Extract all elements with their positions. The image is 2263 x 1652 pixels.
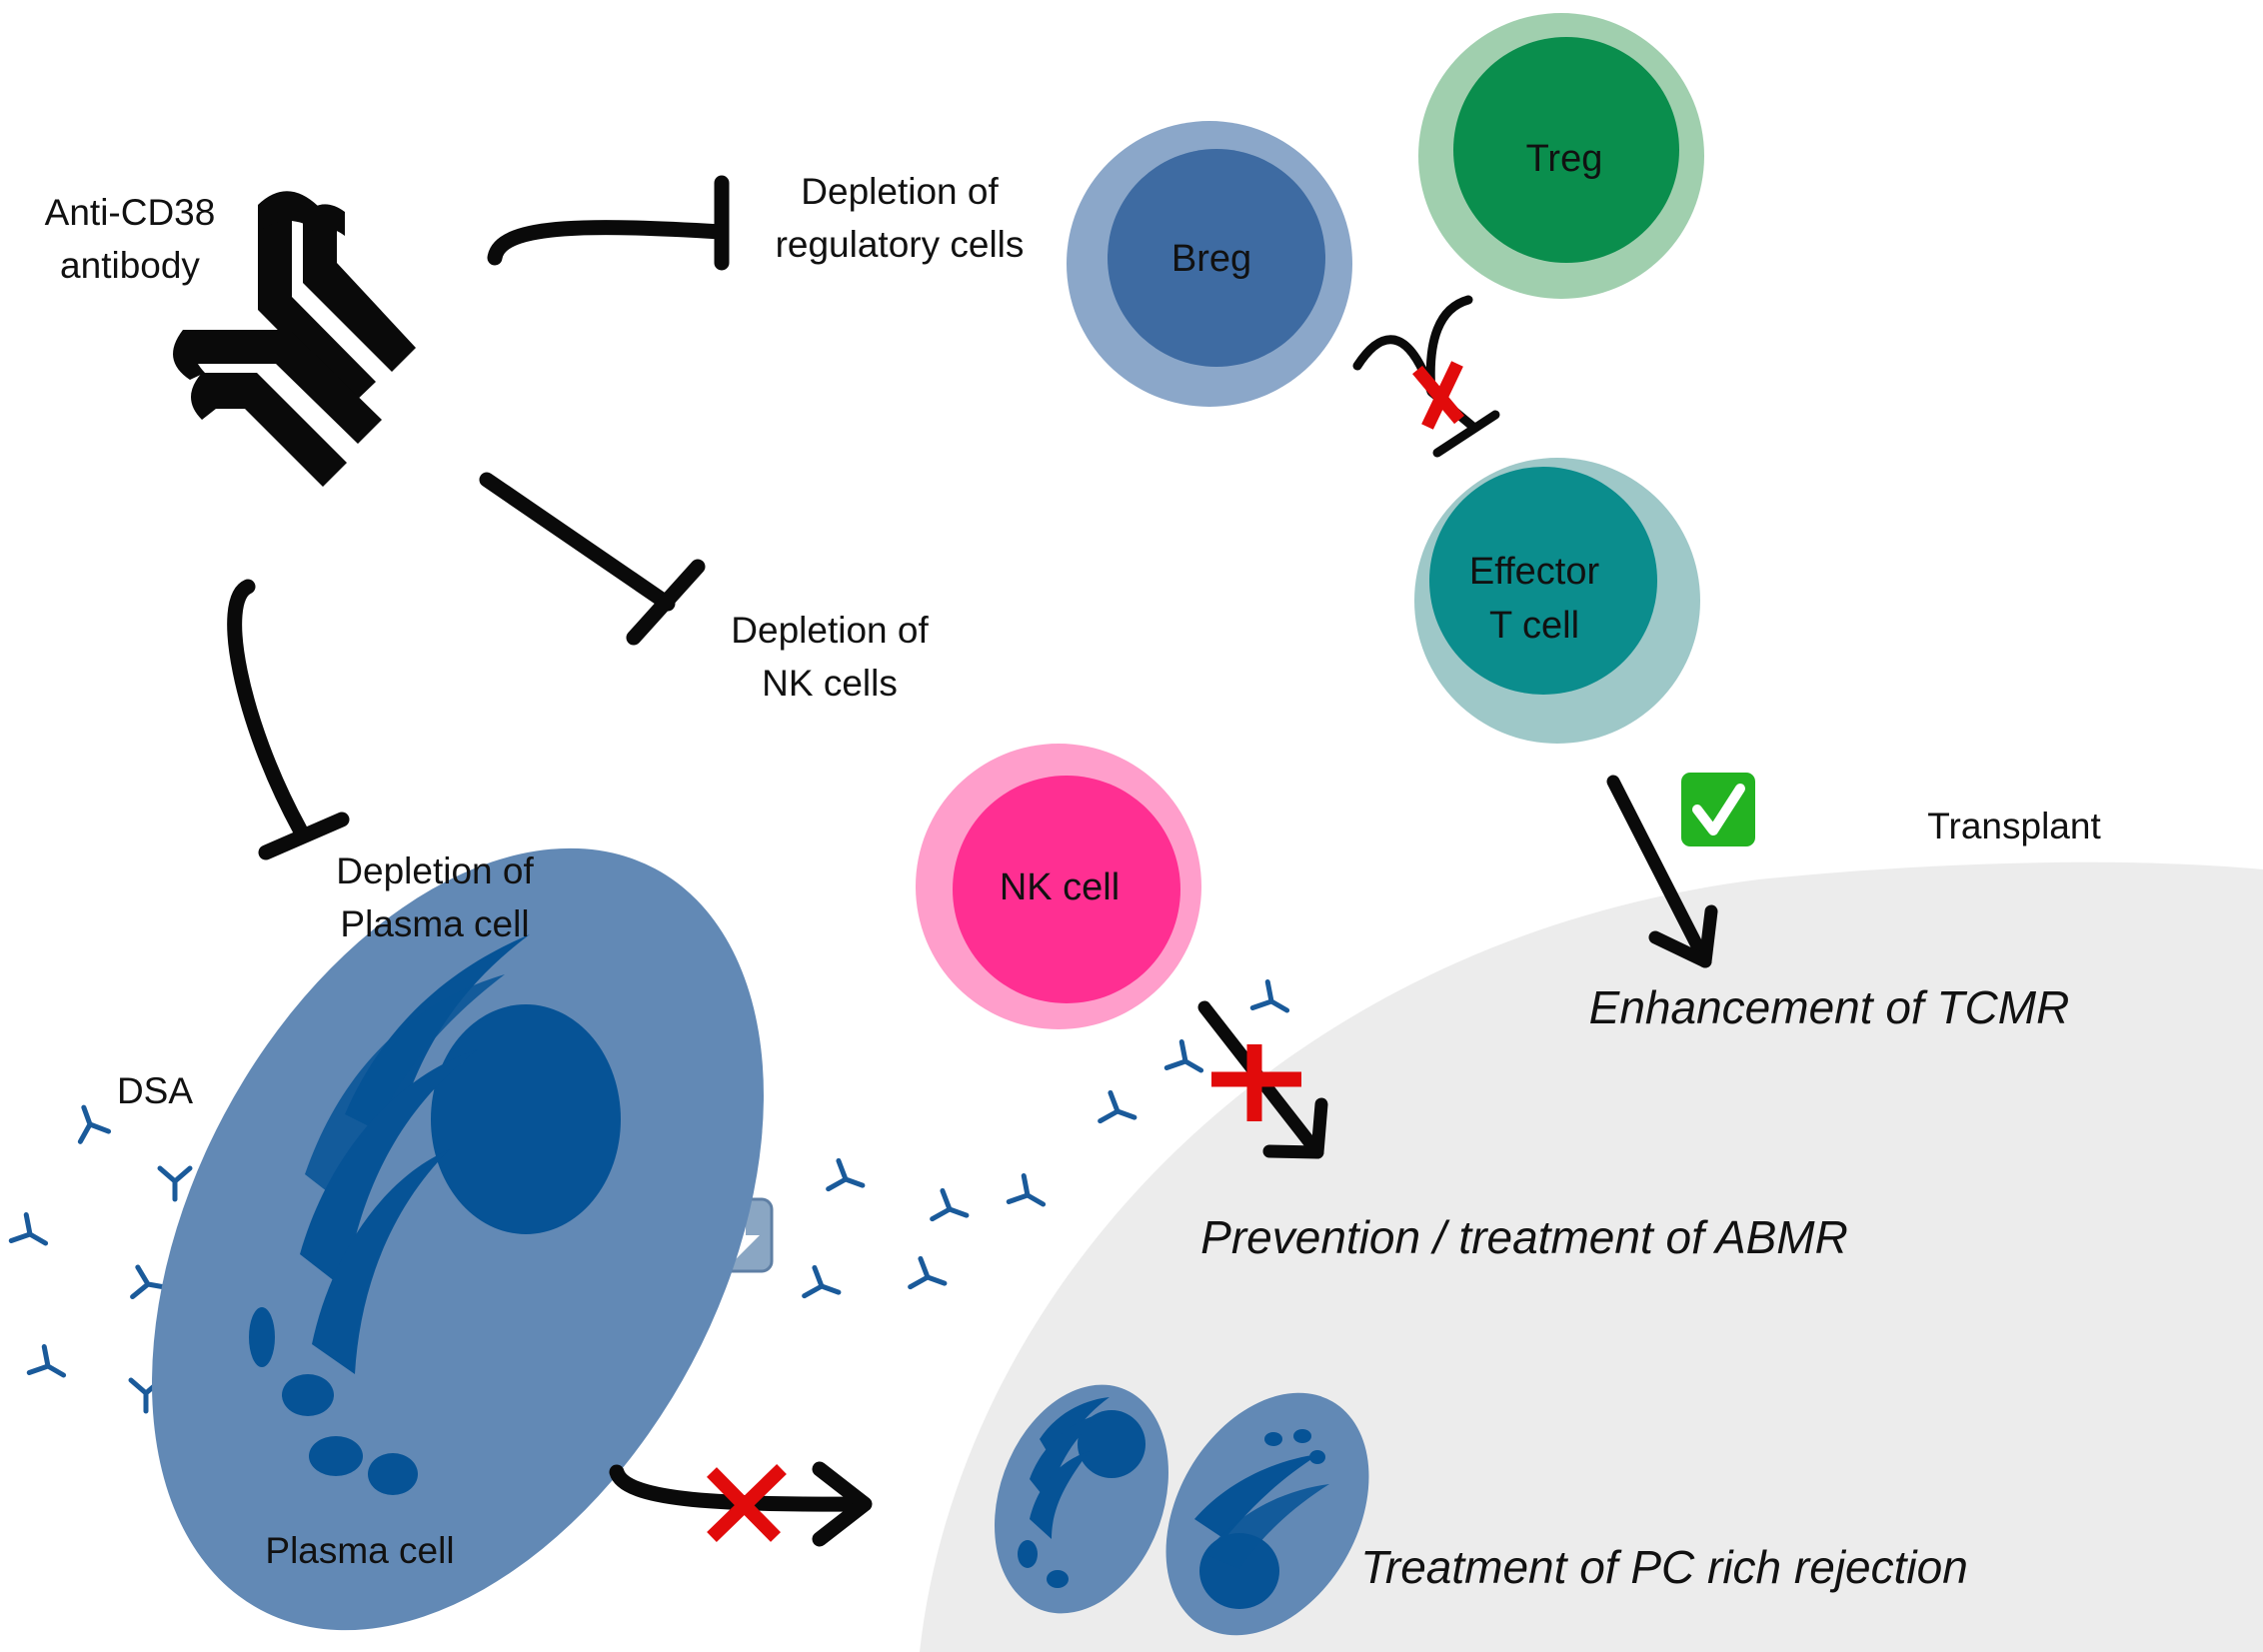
- treg-cell: [1418, 13, 1704, 299]
- inhibit-regulatory-arrow: [487, 175, 730, 271]
- transplant-label: Transplant: [1927, 806, 2101, 846]
- red-x-icon: [1211, 1044, 1301, 1121]
- antibody-icon: [173, 191, 416, 487]
- breg-cell: [1067, 121, 1352, 407]
- plasma-cell-large: [152, 847, 764, 1631]
- effector-t-cell: [1414, 458, 1700, 744]
- check-mark-icon: [1681, 773, 1755, 846]
- nk-cell: [916, 744, 1201, 1029]
- nk-cell-label: NK cell: [999, 866, 1121, 908]
- treg-label: Treg: [1525, 138, 1603, 180]
- dsa-label: DSA: [116, 1070, 194, 1111]
- plasma-cell-small-1: [995, 1384, 1168, 1614]
- plasma-cell-small-2: [1165, 1392, 1369, 1636]
- outcome-abmr: Prevention / treatment of ABMR: [1200, 1211, 1848, 1263]
- outcome-pc-rich: Treatment of PC rich rejection: [1360, 1541, 1968, 1593]
- outcome-tcmr: Enhancement of TCMR: [1588, 981, 2070, 1033]
- inhibit-plasma-arrow: [227, 579, 350, 860]
- red-x-icon: [1412, 361, 1464, 430]
- pc-rejection-arrow: [609, 1461, 873, 1547]
- breg-label: Breg: [1170, 238, 1252, 280]
- plasma-cell-label: Plasma cell: [265, 1530, 455, 1571]
- red-x-icon: [707, 1463, 787, 1543]
- inhibit-nk-arrow: [479, 472, 706, 646]
- tcmr-arrow: [1606, 775, 1718, 968]
